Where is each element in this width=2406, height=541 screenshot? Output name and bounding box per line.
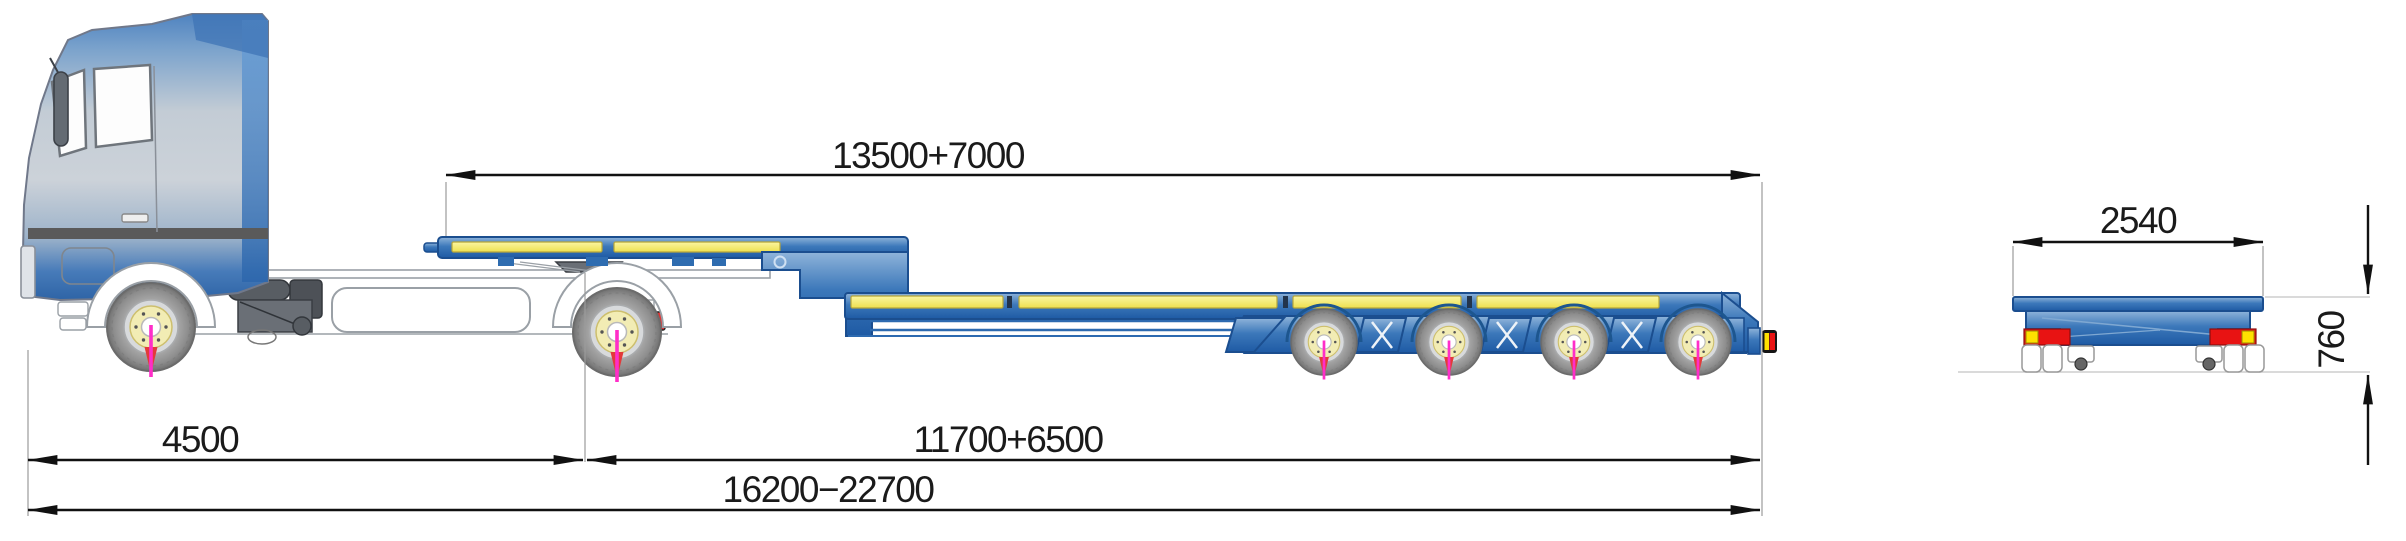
rear-view-wheels — [2021, 344, 2265, 373]
trailer-wheel-2 — [1415, 308, 1483, 381]
front-fender — [85, 262, 217, 328]
rear-view-platform — [2012, 296, 2264, 312]
lowbed-trailer — [423, 236, 1777, 381]
truck-rear-wheel — [572, 287, 662, 383]
side-window — [92, 63, 154, 149]
overall-length-label: 16200−22700 — [723, 469, 935, 510]
dimension-deck-length: 13500+7000 — [445, 135, 1761, 180]
trailer-rear-view — [2012, 296, 2265, 373]
engine-air-tank-cluster — [227, 279, 323, 345]
truck-cab — [20, 13, 269, 331]
reflector-right — [2241, 330, 2255, 344]
platform-width-label: 2540 — [2100, 200, 2177, 241]
trailer-wheel-4 — [1664, 308, 1732, 381]
fuel-tank — [331, 287, 531, 333]
dimension-platform-width: 2540 — [2012, 200, 2264, 247]
axle-hub-left — [2074, 357, 2088, 371]
trailer-tail-light — [1762, 330, 1777, 353]
cab-storage-panel — [61, 247, 115, 285]
dimension-tractor-section: 4500 — [27, 419, 584, 465]
cab-trim-band — [28, 228, 268, 239]
trailer-section-label: 11700+6500 — [913, 419, 1103, 460]
trailer-axles — [1285, 303, 1737, 381]
rear-bumper — [1747, 327, 1761, 355]
reflector-left — [2025, 330, 2039, 344]
deck-plank — [1018, 295, 1278, 309]
front-bumper — [20, 245, 36, 299]
deck-plank — [850, 295, 1004, 309]
dimension-deck-height: 760 — [2311, 205, 2373, 465]
trailer-wheel-3 — [1540, 308, 1608, 381]
deck-length-label: 13500+7000 — [832, 135, 1025, 176]
gooseneck-deck-plank — [451, 241, 603, 253]
dimension-trailer-section: 11700+6500 — [586, 419, 1761, 465]
trailer-wheel-1 — [1290, 308, 1358, 381]
axle-hub-right — [2202, 357, 2216, 371]
door-handle — [121, 213, 149, 223]
roof-deflector — [192, 14, 268, 58]
suspension — [1224, 317, 1745, 353]
tractor-section-label: 4500 — [162, 419, 239, 460]
deck-height-label: 760 — [2311, 310, 2352, 368]
low-deck — [844, 290, 1761, 355]
side-mirror — [53, 71, 69, 147]
deck-plank — [1476, 295, 1660, 309]
truck-front-wheel — [106, 282, 196, 378]
cab-rear-column — [242, 20, 268, 282]
dimension-layer: 13500+7000 4500 11700+6500 16200−22700 2… — [27, 135, 2373, 516]
gooseneck-deck-plank — [613, 241, 781, 253]
tractor-truck — [20, 13, 771, 383]
dimension-overall-length: 16200−22700 — [27, 469, 1761, 515]
